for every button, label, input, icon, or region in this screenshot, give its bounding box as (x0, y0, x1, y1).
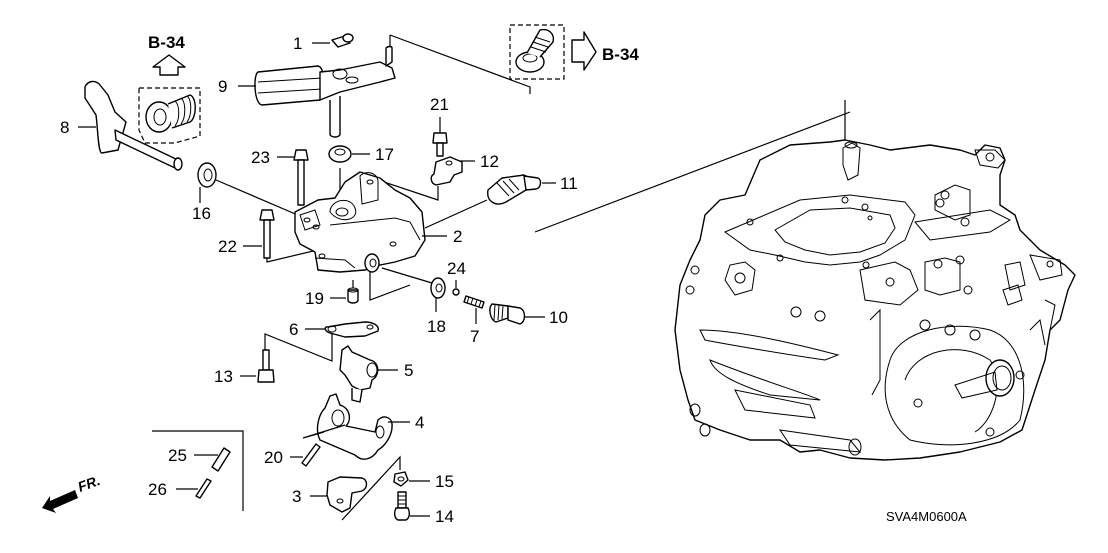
callout-number[interactable]: 7 (470, 327, 479, 346)
callout-number[interactable]: 14 (435, 507, 454, 526)
reference-b34-left[interactable]: B-34 (148, 33, 186, 76)
diagram-code: SVA4M0600A (886, 509, 967, 524)
callout-number[interactable]: 20 (264, 448, 283, 467)
arrow-right-icon (571, 31, 597, 71)
part-21[interactable]: 21 (430, 95, 449, 157)
transmission-housing[interactable] (674, 139, 1076, 461)
seal-inset-right (509, 24, 565, 80)
part-5[interactable]: 5 (339, 345, 413, 403)
arrow-up-icon (152, 54, 186, 76)
callout-number[interactable]: 11 (560, 174, 578, 193)
callout-number[interactable]: 22 (218, 237, 237, 256)
front-arrow-icon (42, 490, 78, 513)
part-14[interactable]: 14 (393, 491, 454, 526)
part-4[interactable]: 4 (302, 393, 424, 460)
part-3[interactable]: 3 (292, 455, 401, 521)
part-11[interactable]: 11 (424, 174, 578, 229)
part-15[interactable]: 15 (393, 471, 454, 491)
seal-inset-left (138, 87, 201, 144)
callout-number[interactable]: 10 (549, 308, 568, 327)
callout-number[interactable]: 19 (305, 289, 324, 308)
part-8[interactable]: 8 (60, 80, 183, 171)
reference-label[interactable]: B-34 (602, 45, 639, 64)
callout-number[interactable]: 9 (218, 77, 227, 96)
part-25[interactable]: 25 (168, 446, 231, 472)
callout-number[interactable]: 25 (168, 446, 187, 465)
reference-label[interactable]: B-34 (148, 33, 185, 52)
callout-number[interactable]: 4 (415, 413, 424, 432)
callout-number[interactable]: 8 (60, 118, 69, 137)
front-direction-indicator: FR. (42, 472, 102, 513)
callout-number[interactable]: 2 (453, 227, 462, 246)
part-22[interactable]: 22 (218, 209, 331, 263)
part-20[interactable]: 20 (264, 443, 321, 467)
part-13[interactable]: 13 (214, 349, 275, 386)
part-26[interactable]: 26 (148, 478, 212, 499)
part-7[interactable]: 7 (463, 295, 485, 346)
callout-number[interactable]: 1 (293, 34, 302, 53)
front-label: FR. (76, 472, 103, 495)
part-9[interactable]: 9 (218, 45, 396, 138)
pins-group-box (152, 430, 244, 511)
callout-number[interactable]: 24 (447, 259, 466, 278)
part-6[interactable]: 6 (264, 320, 379, 362)
callout-number[interactable]: 12 (480, 152, 499, 171)
part-17[interactable]: 17 (328, 145, 394, 200)
callout-number[interactable]: 15 (435, 472, 454, 491)
part-24[interactable]: 24 (447, 259, 466, 296)
callout-number[interactable]: 6 (289, 320, 298, 339)
callout-number[interactable]: 26 (148, 480, 167, 499)
callout-number[interactable]: 18 (427, 317, 446, 336)
callout-number[interactable]: 16 (192, 204, 211, 223)
callout-number[interactable]: 13 (214, 367, 233, 386)
part-16[interactable]: 16 (192, 162, 301, 223)
part-19[interactable]: 19 (305, 280, 359, 308)
callout-number[interactable]: 5 (404, 361, 413, 380)
callout-number[interactable]: 17 (375, 145, 394, 164)
part-1[interactable]: 1 (293, 33, 354, 53)
callout-number[interactable]: 21 (430, 95, 449, 114)
callout-number[interactable]: 23 (251, 148, 270, 167)
part-23[interactable]: 23 (251, 148, 309, 206)
part-10[interactable]: 10 (489, 303, 568, 327)
reference-b34-right[interactable]: B-34 (571, 31, 639, 71)
part-18[interactable]: 18 (381, 267, 446, 336)
part-2[interactable]: 2 (294, 171, 462, 301)
callout-number[interactable]: 3 (292, 487, 301, 506)
